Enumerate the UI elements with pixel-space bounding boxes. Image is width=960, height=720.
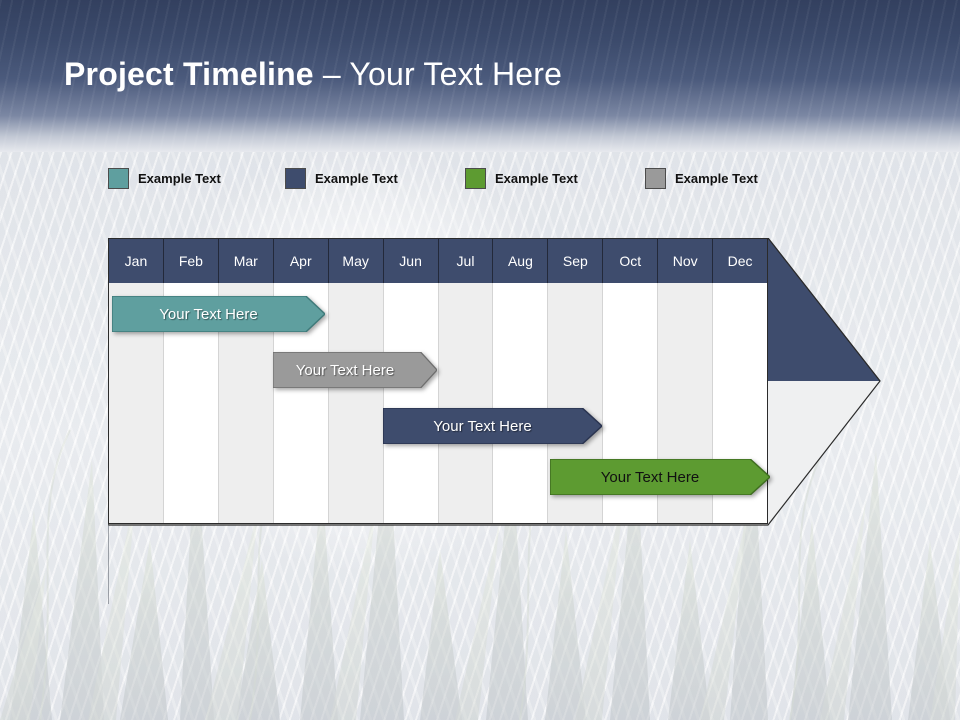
month-cell-apr[interactable]: Apr	[273, 239, 329, 283]
task-bars: Your Text Here Your Text Here Your Text …	[108, 238, 883, 526]
legend-item-label: Example Text	[138, 171, 221, 186]
grass-photo-background	[0, 390, 960, 720]
legend-item-label: Example Text	[495, 171, 578, 186]
task-bar-label: Your Text Here	[295, 361, 395, 379]
task-bar-teal[interactable]: Your Text Here	[112, 296, 325, 332]
legend-item-label: Example Text	[675, 171, 758, 186]
banner-sheen	[0, 0, 960, 152]
legend-item[interactable]: Example Text	[108, 168, 221, 189]
month-cell-oct[interactable]: Oct	[603, 239, 659, 283]
task-bar-label: Your Text Here	[159, 305, 258, 323]
page-title: Project Timeline – Your Text Here	[64, 56, 563, 92]
timeline-column-jul	[438, 239, 494, 523]
month-cell-nov[interactable]: Nov	[658, 239, 714, 283]
timeline-column-feb	[163, 239, 219, 523]
month-cell-jan[interactable]: Jan	[109, 239, 164, 283]
month-cell-dec[interactable]: Dec	[713, 239, 767, 283]
month-cell-feb[interactable]: Feb	[163, 239, 219, 283]
month-cell-sep[interactable]: Sep	[548, 239, 604, 283]
month-cell-aug[interactable]: Aug	[493, 239, 549, 283]
legend-item-label: Example Text	[315, 171, 398, 186]
month-cell-jun[interactable]: Jun	[383, 239, 439, 283]
page-title-light: – Your Text Here	[313, 56, 563, 92]
task-bar-navy[interactable]: Your Text Here	[383, 408, 602, 444]
task-bar-gray[interactable]: Your Text Here	[273, 352, 437, 388]
legend-item[interactable]: Example Text	[465, 168, 578, 189]
legend-swatch-gray-icon	[645, 168, 666, 189]
legend-swatch-navy-icon	[285, 168, 306, 189]
task-bar-label: Your Text Here	[433, 417, 532, 435]
task-bar-arrow-icon	[112, 296, 325, 332]
legend-item[interactable]: Example Text	[285, 168, 398, 189]
timeline-tail-line	[108, 526, 109, 604]
task-bar-arrow-icon	[273, 352, 437, 388]
timeline-column-jan	[109, 239, 164, 523]
task-bar-label: Your Text Here	[600, 468, 700, 486]
timeline-column-aug	[493, 239, 549, 523]
month-cell-mar[interactable]: Mar	[218, 239, 274, 283]
legend: Example Text Example Text Example Text E…	[108, 168, 808, 196]
task-bar-arrow-icon	[383, 408, 602, 444]
legend-swatch-green-icon	[465, 168, 486, 189]
title-banner	[0, 0, 960, 152]
legend-item[interactable]: Example Text	[645, 168, 758, 189]
legend-swatch-teal-icon	[108, 168, 129, 189]
task-bar-green[interactable]: Your Text Here	[550, 459, 770, 495]
page-title-strong: Project Timeline	[64, 56, 314, 92]
task-bar-arrow-icon	[550, 459, 770, 495]
month-cell-jul[interactable]: Jul	[438, 239, 494, 283]
month-cell-may[interactable]: May	[328, 239, 384, 283]
month-header-row: Jan Feb Mar Apr May Jun Jul Aug Sep Oct …	[109, 239, 767, 283]
